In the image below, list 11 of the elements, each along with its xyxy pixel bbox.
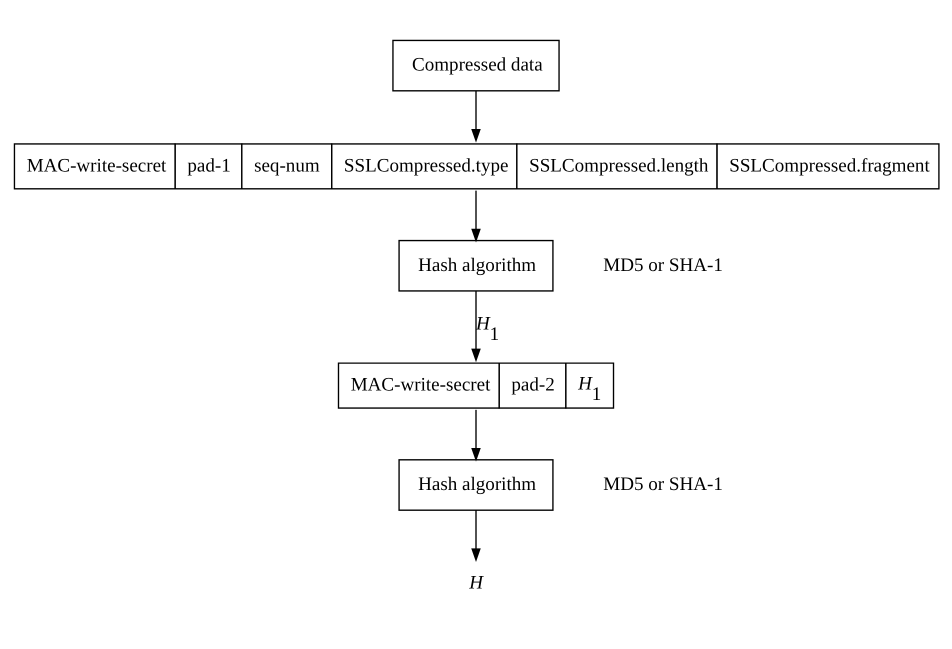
node-label: MD5 or SHA-1 [603,254,723,276]
arrow [471,190,481,242]
node-box: Compressed data [392,39,560,91]
arrow [471,290,481,362]
node-box: Hash algorithm [398,458,554,510]
arrow [471,510,481,562]
node-text: H [469,572,483,594]
node-box: Hash algorithm [398,239,554,292]
arrow [471,409,481,462]
node-label: MD5 or SHA-1 [603,474,723,495]
arrow [471,90,481,142]
